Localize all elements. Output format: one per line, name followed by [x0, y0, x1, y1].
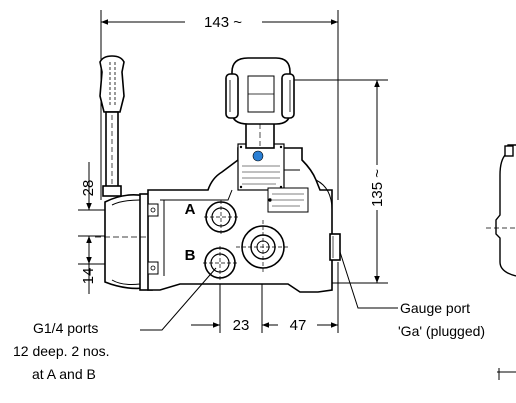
- valve-body: [147, 147, 333, 293]
- g14-ports-label-1: G1/4 ports: [33, 320, 98, 336]
- gauge-port-sublabel: 'Ga' (plugged): [398, 323, 485, 339]
- port-a: [204, 200, 238, 234]
- dimension-bottom-left-label: 23: [233, 317, 250, 334]
- g14-ports-label-3: at A and B: [32, 366, 96, 382]
- nameplate: [237, 143, 285, 191]
- lever-cap: [95, 193, 153, 291]
- gauge-port-label: Gauge port: [400, 300, 470, 316]
- label-plate: [267, 187, 309, 213]
- dimension-bottom-right-label: 47: [290, 317, 307, 334]
- port-a-label: A: [185, 201, 196, 218]
- dimension-width-top: [100, 10, 339, 200]
- logo-icon: [252, 150, 264, 162]
- port-b-label: B: [185, 247, 196, 264]
- g14-ports-label-2: 12 deep. 2 nos.: [13, 343, 110, 359]
- dimension-left-upper-label: 28: [80, 180, 97, 197]
- dimension-height-label: 135 ~: [369, 169, 386, 207]
- dimension-left-lower-label: 14: [80, 268, 97, 285]
- gauge-port: [329, 233, 341, 261]
- callout-leaders: [140, 251, 398, 331]
- top-actuator: [225, 57, 295, 149]
- dimension-width-label: 143 ~: [204, 14, 242, 31]
- lever-handle: [99, 55, 125, 197]
- dimension-bottom: [191, 258, 339, 333]
- partial-side-view: [486, 144, 516, 380]
- pressure-port: [236, 220, 290, 274]
- port-b: [203, 246, 237, 280]
